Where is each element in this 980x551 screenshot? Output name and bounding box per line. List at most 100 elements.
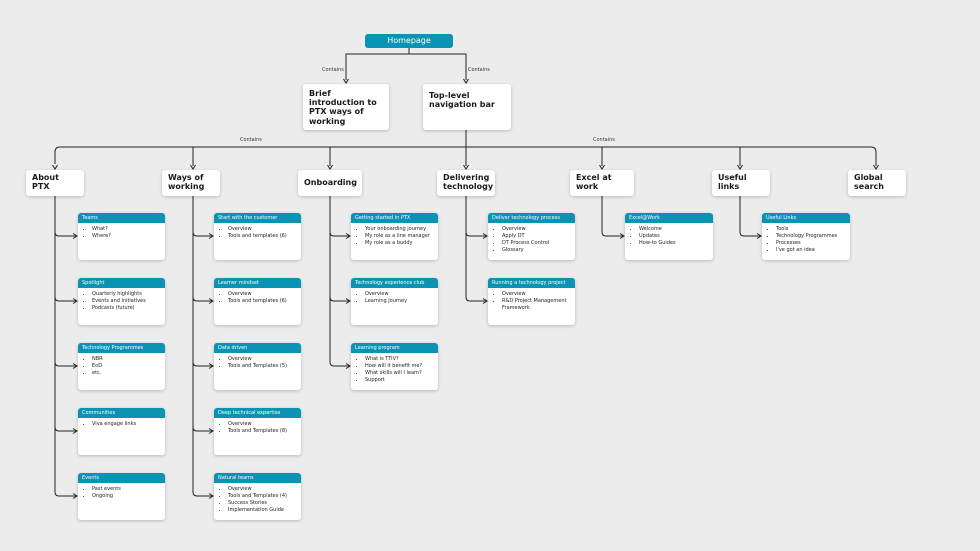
card-item: Viva engage links xyxy=(92,421,165,428)
card-item: Tools and Templates (4) xyxy=(228,493,301,500)
arrow-section xyxy=(599,164,605,170)
card-item: Tools and templates (6) xyxy=(228,298,301,305)
section-delivering-technology: Delivering technology xyxy=(437,170,495,196)
card-title: Learning program xyxy=(351,343,438,353)
card-item: Processes xyxy=(776,240,850,247)
arrow-card xyxy=(345,363,351,369)
connector-card xyxy=(192,491,213,497)
card-title: Data driven xyxy=(214,343,301,353)
section-useful-links: Useful links xyxy=(712,170,770,196)
arrow-card xyxy=(72,298,78,304)
card-item: R&D Project Management Framework xyxy=(502,298,575,312)
card-item: Apply DT xyxy=(502,233,575,240)
card-item: Overview xyxy=(228,356,301,363)
section-about-ptx: About PTX xyxy=(26,170,84,196)
card-item: How will it benefit me? xyxy=(365,363,438,370)
card-item-list: OverviewTools and templates (6) xyxy=(214,291,301,305)
card-item-list: OverviewLearning journey xyxy=(351,291,438,305)
card-item: My role as a buddy xyxy=(365,240,438,247)
card-title: Deep technical expertise xyxy=(214,408,301,418)
card-item: NBR xyxy=(92,356,165,363)
card-title: Technology experience club xyxy=(351,278,438,288)
card-item: Tools and Templates (5) xyxy=(228,363,301,370)
arrow-card xyxy=(208,493,214,499)
arrow-card xyxy=(619,233,625,239)
homepage-node: Homepage xyxy=(365,34,453,48)
content-card: Deliver technology processOverviewApply … xyxy=(488,213,575,260)
content-card: Excel@WorkWelcomeUpdatesHow-to Guides xyxy=(625,213,713,260)
edge-label-sections: Contains xyxy=(240,137,262,143)
arrow-section xyxy=(52,164,58,170)
arrow-card xyxy=(72,233,78,239)
content-card: CommunitiesViva engage links xyxy=(78,408,165,455)
card-item: Your onboarding journey xyxy=(365,226,438,233)
card-item: Overview xyxy=(502,226,575,233)
edge-label-intro: Contains xyxy=(322,67,344,73)
card-item: Overview xyxy=(228,421,301,428)
card-title: Start with the customer xyxy=(214,213,301,223)
content-card: Deep technical expertiseOverviewTools an… xyxy=(214,408,301,455)
card-title: Learner mindset xyxy=(214,278,301,288)
arrow-card xyxy=(482,233,488,239)
card-item: Overview xyxy=(228,291,301,298)
section-excel-at-work: Excel at work xyxy=(570,170,634,196)
content-card: Learner mindsetOverviewTools and templat… xyxy=(214,278,301,325)
card-title: Spotlight xyxy=(78,278,165,288)
arrow-section xyxy=(327,164,333,170)
content-card: Natural teamsOverviewTools and Templates… xyxy=(214,473,301,520)
card-item: Overview xyxy=(228,486,301,493)
arrow-card xyxy=(345,233,351,239)
card-item: Podcasts (future) xyxy=(92,305,165,312)
arrow-card xyxy=(482,298,488,304)
card-item: Quarterly highlights xyxy=(92,291,165,298)
arrow-card xyxy=(72,493,78,499)
card-item: Overview xyxy=(228,226,301,233)
content-card: Getting started in PTXYour onboarding jo… xyxy=(351,213,438,260)
card-item: EoD xyxy=(92,363,165,370)
card-item: Support xyxy=(365,377,438,384)
card-item: How-to Guides xyxy=(639,240,713,247)
edge-label-sections-right: Contains xyxy=(593,137,615,143)
card-item-list: OverviewTools and templates (6) xyxy=(214,226,301,240)
card-item: What is TTiV? xyxy=(365,356,438,363)
card-item: Welcome xyxy=(639,226,713,233)
arrow-card xyxy=(208,298,214,304)
card-title: Technology Programmes xyxy=(78,343,165,353)
content-card: TeamsWhat?Where? xyxy=(78,213,165,260)
arrow-card xyxy=(208,233,214,239)
card-item: DT Process Control xyxy=(502,240,575,247)
card-item: Where? xyxy=(92,233,165,240)
card-title: Communities xyxy=(78,408,165,418)
connector-card xyxy=(739,231,761,237)
card-item: Past events xyxy=(92,486,165,493)
connector-card xyxy=(329,361,350,367)
arrow-section xyxy=(463,164,469,170)
card-item: What skills will I learn? xyxy=(365,370,438,377)
connector-card xyxy=(54,491,77,497)
arrow-card xyxy=(72,428,78,434)
content-card: Technology experience clubOverviewLearni… xyxy=(351,278,438,325)
card-item: I've got an idea xyxy=(776,247,850,254)
arrow-section xyxy=(190,164,196,170)
card-title: Excel@Work xyxy=(625,213,713,223)
connector-card xyxy=(465,296,487,302)
card-item: Success Stories xyxy=(228,500,301,507)
card-item-list: Viva engage links xyxy=(78,421,165,428)
card-item: Technology Programmes xyxy=(776,233,850,240)
card-item: Tools and Templates (8) xyxy=(228,428,301,435)
card-item: Overview xyxy=(502,291,575,298)
card-item: What? xyxy=(92,226,165,233)
edge-label-nav: Contains xyxy=(468,67,490,73)
card-item-list: OverviewTools and Templates (4)Success S… xyxy=(214,486,301,514)
card-item: Events and initiatives xyxy=(92,298,165,305)
arrow-section xyxy=(737,164,743,170)
content-card: Running a technology projectOverviewR&D … xyxy=(488,278,575,325)
card-item-list: Past eventsOngoing xyxy=(78,486,165,500)
card-item-list: WelcomeUpdatesHow-to Guides xyxy=(625,226,713,247)
card-title: Teams xyxy=(78,213,165,223)
connector-card xyxy=(601,231,624,237)
content-card: Learning programWhat is TTiV?How will it… xyxy=(351,343,438,390)
card-title: Deliver technology process xyxy=(488,213,575,223)
connector-root-nav xyxy=(409,53,467,80)
card-item: Tools xyxy=(776,226,850,233)
